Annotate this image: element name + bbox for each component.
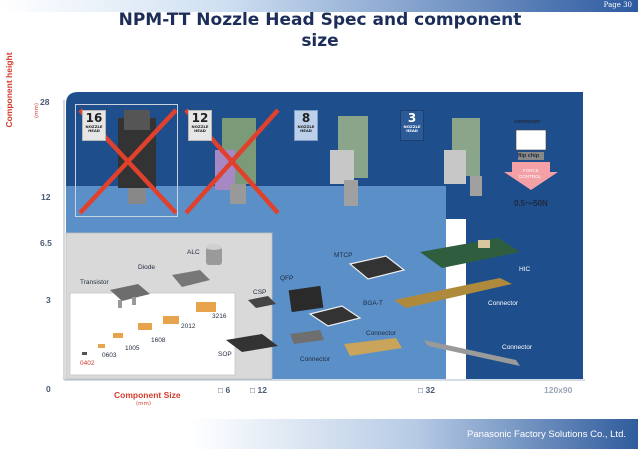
head-card-16 (75, 104, 178, 217)
head-badge-8: 8 NOZZLE HEAD (294, 110, 318, 141)
x-axis-unit: (mm) (136, 401, 152, 407)
qfp-drawing (288, 285, 324, 313)
connector-right-bottom-drawing (424, 340, 520, 366)
label-connector-right-bottom: Connector (502, 344, 532, 351)
label-0402: 0402 (80, 360, 95, 367)
chip-0402-drawing (82, 352, 87, 355)
label-mtcp: MTCP (334, 252, 353, 259)
force-control-label-2: CONTROL (519, 174, 542, 179)
force-arrow (504, 162, 558, 190)
label-connector-mid: Connector (366, 330, 396, 337)
label-alc: ALC (187, 249, 200, 256)
footer-bar (0, 419, 638, 449)
force-range-label: 0.5～50N (514, 199, 548, 208)
label-2012: 2012 (181, 323, 196, 330)
head-3-drawing (444, 118, 482, 196)
alc-drawing (206, 244, 222, 265)
transistor-drawing (110, 284, 150, 308)
label-sop: SOP (218, 351, 232, 358)
title-line-2: size (301, 31, 339, 51)
page-number: Page 30 (603, 1, 632, 9)
x-tick-12: □ 12 (250, 385, 267, 395)
label-qfp: QFP (280, 275, 294, 282)
bga-drawing (308, 305, 362, 327)
head-badge-16: 16 NOZZLE HEAD (82, 110, 106, 141)
head-number-3: 3 (407, 111, 417, 125)
y-tick-28: 28 (40, 97, 50, 107)
y-axis-title: Component height (4, 52, 14, 128)
head-badge-3: 3 NOZZLE HEAD (400, 110, 424, 141)
top-header-bar (0, 0, 638, 12)
label-diode: Diode (138, 264, 155, 271)
y-tick-6.5: 6.5 (40, 238, 52, 248)
label-bga-t: BGA-T (363, 300, 383, 307)
chip-0603-drawing (98, 344, 105, 348)
head-16-drawing (118, 110, 156, 204)
connector-right-top-drawing (394, 278, 512, 308)
label-csp: CSP (253, 289, 267, 296)
force-flipchip-label: flip chip (518, 153, 540, 159)
diode-drawing (172, 270, 210, 287)
label-transistor: Transistor (80, 279, 109, 286)
label-0603: 0603 (102, 352, 117, 359)
hic-drawing (420, 238, 520, 268)
x-tick-120x90: 120x90 (544, 385, 573, 395)
force-connector-label: connector (514, 119, 541, 125)
head-number-12: 12 (191, 111, 209, 125)
x-tick-32: □ 32 (418, 385, 435, 395)
chip-1608-drawing (138, 323, 152, 330)
csp-drawing (248, 296, 276, 308)
head-8-drawing (330, 116, 368, 206)
x-tick-6: □ 6 (218, 385, 231, 395)
chip-1005-drawing (113, 333, 123, 338)
chip-3216-drawing (196, 302, 216, 312)
label-connector-bottom: Connector (300, 356, 330, 363)
mtcp-drawing (348, 255, 406, 280)
chip-2012-drawing (163, 316, 179, 324)
connector-mid-drawing (290, 330, 324, 344)
label-3216: 3216 (212, 313, 227, 320)
company-name: Panasonic Factory Solutions Co., Ltd. (467, 429, 626, 440)
force-control-label-1: FORCE (523, 168, 539, 173)
head-number-8: 8 (301, 111, 311, 125)
y-tick-12: 12 (41, 192, 51, 202)
label-1005: 1005 (125, 345, 140, 352)
head-badge-12: 12 NOZZLE HEAD (188, 110, 212, 141)
label-hic: HIC (519, 266, 531, 273)
y-tick-3: 3 (46, 295, 51, 305)
label-connector-right-top: Connector (488, 300, 518, 307)
label-1608: 1608 (151, 337, 166, 344)
x-axis-title: Component Size (114, 390, 181, 400)
slide-title: NPM-TT Nozzle Head Spec and component si… (95, 10, 545, 52)
head-number-16: 16 (85, 111, 103, 125)
connector-bottom-drawing (344, 338, 402, 356)
sop-drawing (226, 334, 278, 352)
title-line-1: NPM-TT Nozzle Head Spec and component (118, 10, 522, 30)
y-tick-0: 0 (46, 384, 51, 394)
